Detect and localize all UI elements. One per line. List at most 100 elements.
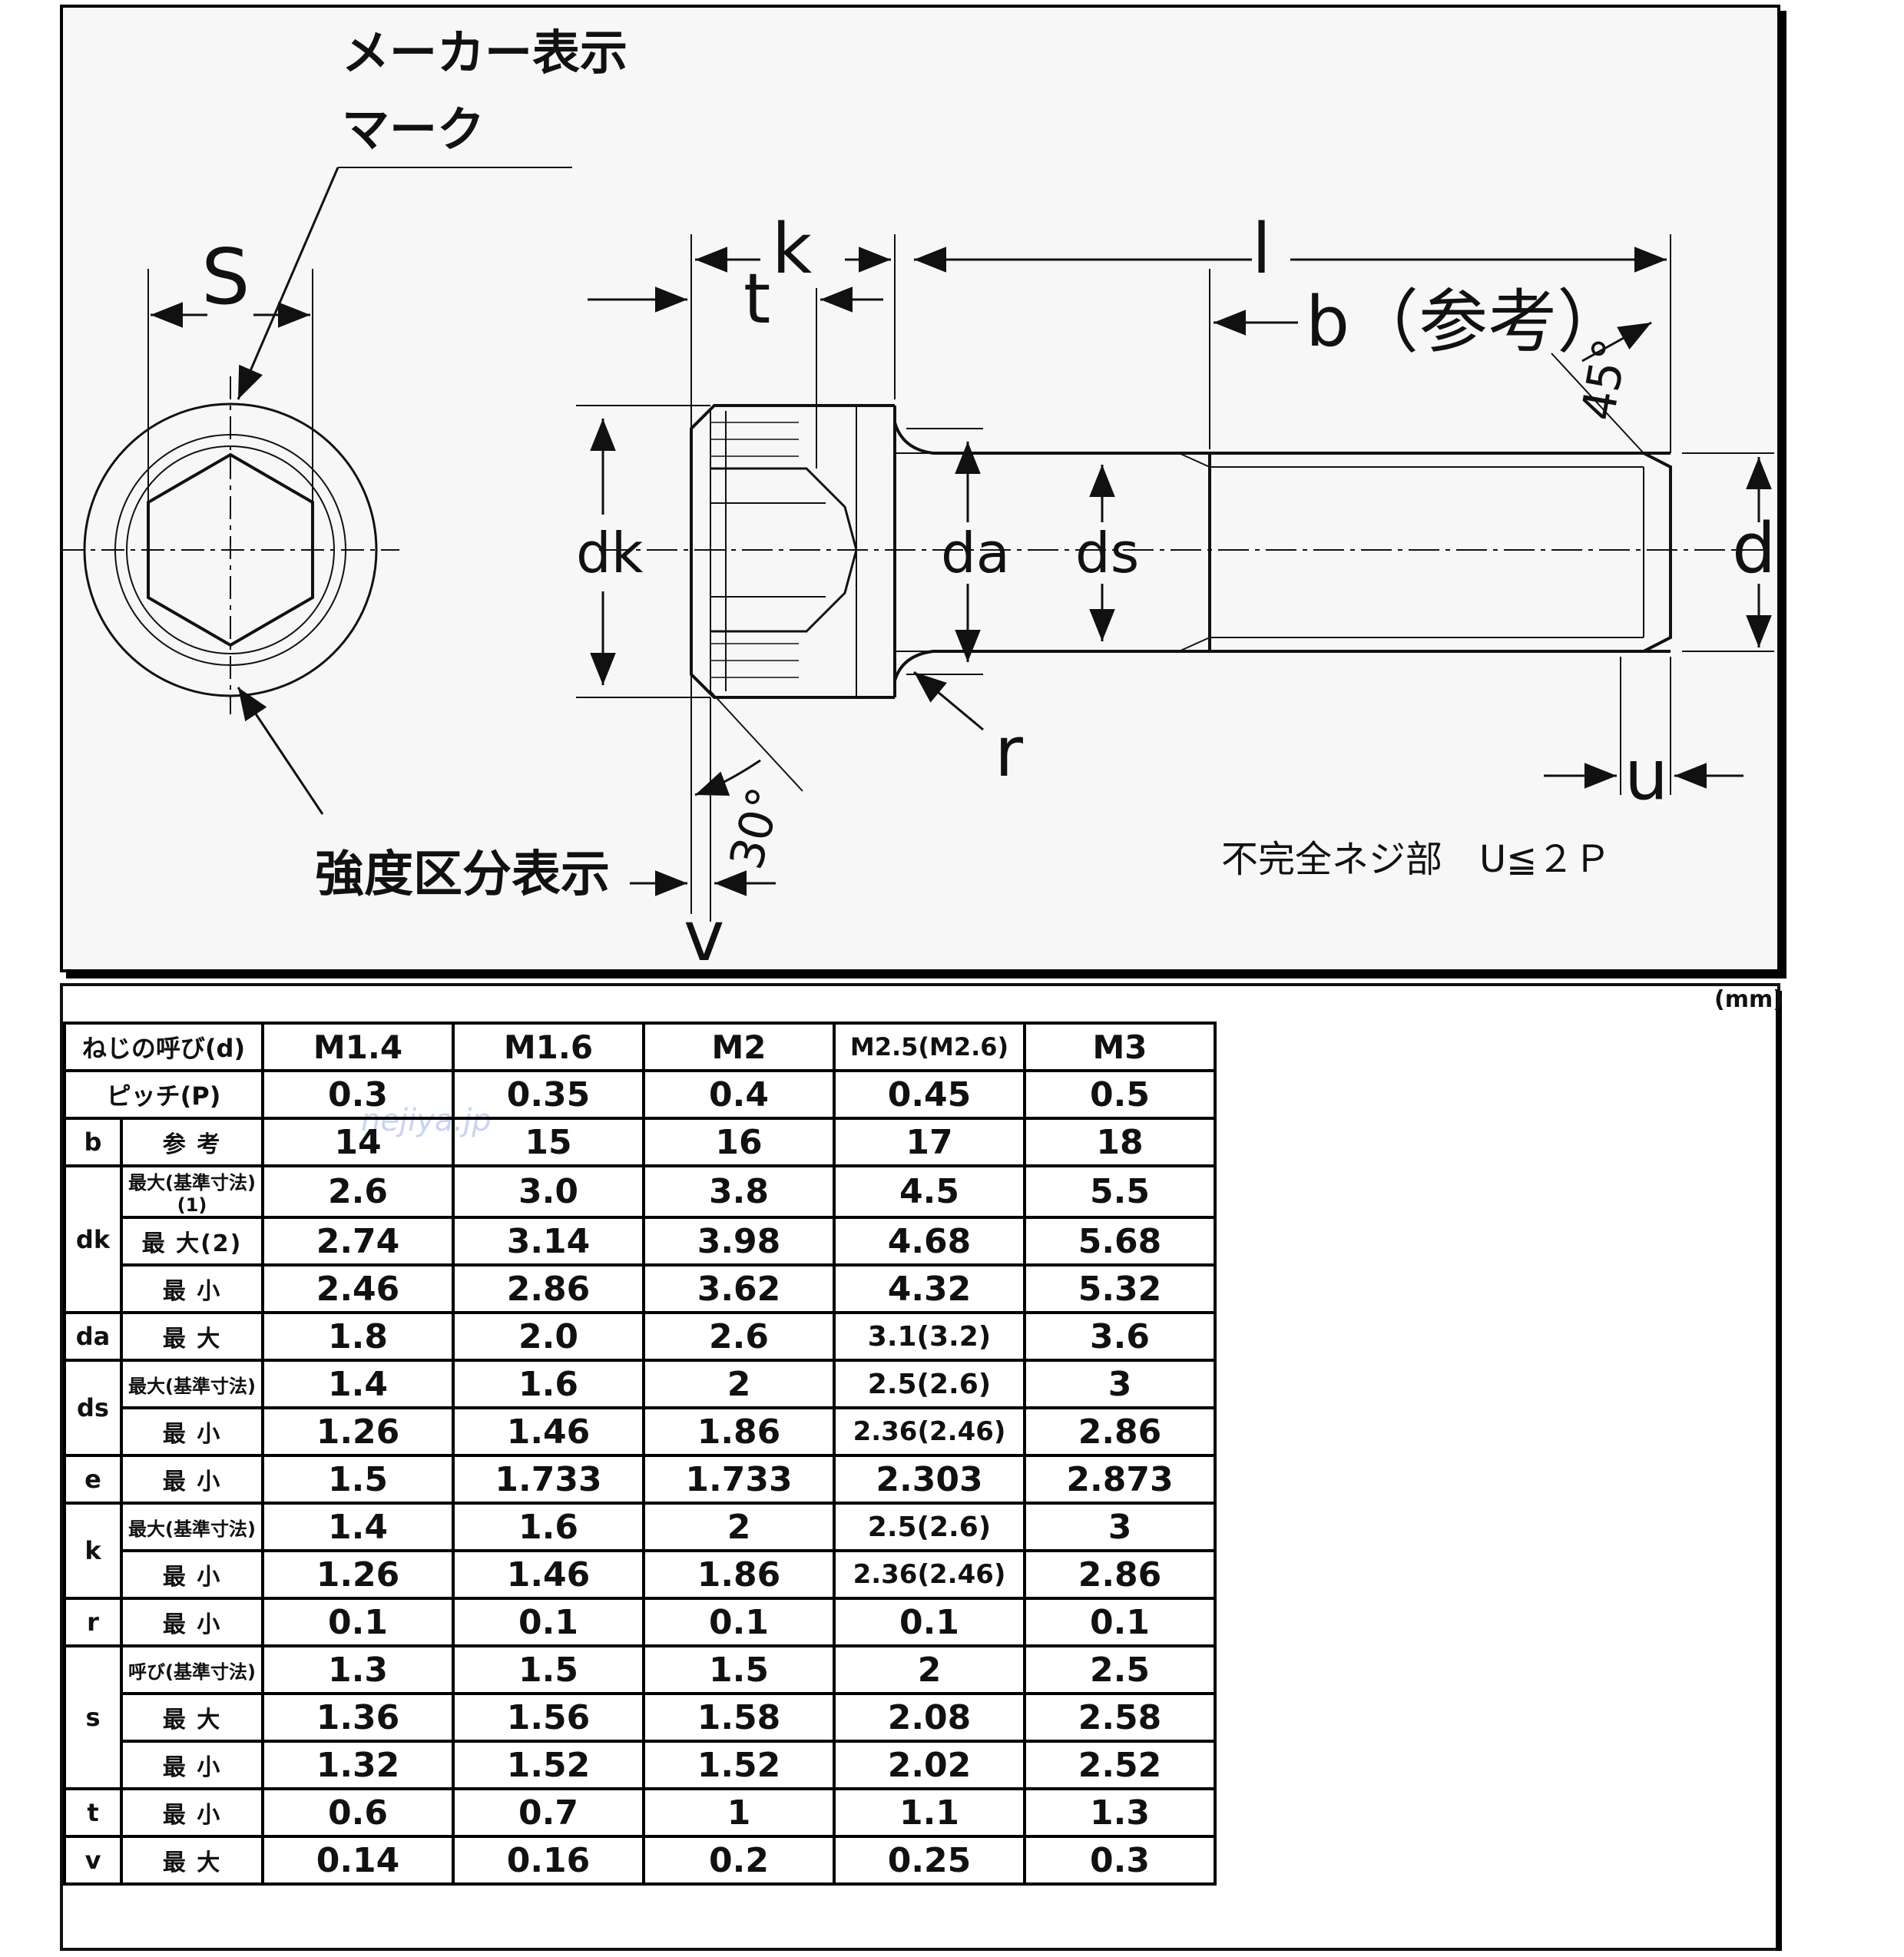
- table-cell: 1.86: [642, 1549, 836, 1600]
- dim-d-label: d: [1732, 508, 1776, 589]
- screw-side-view: [599, 404, 1767, 699]
- table-cell: 2.0: [452, 1311, 645, 1362]
- table-cell: 0.25: [833, 1835, 1026, 1886]
- row-group-s: s: [63, 1644, 123, 1790]
- dim-ds-label: ds: [1075, 521, 1139, 585]
- panel-shadow: [1776, 991, 1782, 1951]
- table-cell: 1.52: [452, 1740, 645, 1790]
- row-sub-label: 最大(基準寸法)(1): [120, 1164, 264, 1219]
- dim-da-label: da: [941, 521, 1010, 585]
- table-cell: 2.6: [261, 1164, 455, 1219]
- table-cell: 1.52: [642, 1740, 836, 1790]
- table-cell: 4.5: [833, 1164, 1026, 1219]
- table-cell: 1.3: [261, 1644, 455, 1695]
- table-cell: 3: [1023, 1359, 1217, 1409]
- table-cell: 1.733: [452, 1454, 645, 1505]
- row-group-b: b: [63, 1117, 123, 1167]
- table-cell: 2.08: [833, 1692, 1026, 1743]
- table-cell: 3.1(3.2): [833, 1311, 1026, 1362]
- table-cell: 1.56: [452, 1692, 645, 1743]
- table-row: ds 最大(基準寸法) 1.4 1.6 2 2.5(2.6) 3: [63, 1359, 1217, 1457]
- table-cell: 1.4: [261, 1502, 455, 1552]
- table-cell: 0.3: [1023, 1835, 1217, 1886]
- dim-b-label: b（参考）: [1306, 282, 1626, 363]
- table-cell: 4.68: [833, 1216, 1026, 1267]
- table-cell: 0.5: [1023, 1069, 1217, 1120]
- table-row: 最 大 1.36 1.56 1.58 2.08 2.58: [65, 1692, 1217, 1743]
- table-cell: 1.5: [452, 1644, 645, 1695]
- table-row: b 参 考 14 15 16 17 18: [63, 1117, 1217, 1167]
- table-row: dk 最大(基準寸法)(1) 2.6 3.0 3.8 4.5 5.5: [63, 1164, 1217, 1314]
- row-sub-label: 最 小: [120, 1740, 264, 1790]
- table-cell: 1.86: [642, 1406, 836, 1457]
- table-cell: 1.5: [642, 1644, 836, 1695]
- table-cell: 2.46: [261, 1263, 455, 1314]
- row-sub-label: 最 大(2): [120, 1216, 264, 1267]
- row-group-r: r: [63, 1597, 123, 1647]
- table-cell: 2.58: [1023, 1692, 1217, 1743]
- table-cell: 5.68: [1023, 1216, 1217, 1267]
- row-sub-label: 最 大: [120, 1692, 264, 1743]
- dim-u-label: u: [1624, 735, 1668, 816]
- table-cell: 2.74: [261, 1216, 455, 1267]
- dim-v-label: v: [684, 896, 724, 977]
- table-cell: 1.32: [261, 1740, 455, 1790]
- table-cell: 0.1: [261, 1597, 455, 1647]
- table-cell: 0.7: [452, 1787, 645, 1838]
- header-label: ねじの呼び(d): [63, 1022, 264, 1072]
- table-cell: 3.98: [642, 1216, 836, 1267]
- table-cell: 2.36(2.46): [833, 1406, 1026, 1457]
- size-header: M1.6: [452, 1022, 645, 1072]
- table-cell: 1.26: [261, 1549, 455, 1600]
- table-cell: 3.6: [1023, 1311, 1217, 1362]
- dim-r-label: r: [995, 712, 1023, 793]
- table-cell: 5.32: [1023, 1263, 1217, 1314]
- table-cell: 3.0: [452, 1164, 645, 1219]
- unit-label: (mm): [1714, 986, 1783, 1013]
- table-cell: 0.1: [642, 1597, 836, 1647]
- table-cell: 0.1: [452, 1597, 645, 1647]
- dim-dk-label: dk: [576, 521, 644, 585]
- table-row: e 最 小 1.5 1.733 1.733 2.303 2.873: [63, 1454, 1217, 1505]
- table-row: 最 小 1.26 1.46 1.86 2.36(2.46) 2.86: [65, 1406, 1217, 1457]
- table-row: ピッチ(P) 0.3 0.35 0.4 0.45 0.5: [63, 1069, 1217, 1120]
- table-row: 最 小 1.32 1.52 1.52 2.02 2.52: [65, 1740, 1217, 1790]
- size-header: M1.4: [261, 1022, 455, 1072]
- row-group-ds: ds: [63, 1359, 123, 1457]
- maker-mark-label-2: マーク: [342, 101, 485, 157]
- table-cell: 0.6: [261, 1787, 455, 1838]
- screw-technical-drawing: メーカー表示 マーク 強度区分表示 S k t l b（参考） 45° dk d…: [61, 25, 1776, 977]
- table-cell: 2.873: [1023, 1454, 1217, 1505]
- table-cell: 1.8: [261, 1311, 455, 1362]
- table-cell: 2.303: [833, 1454, 1026, 1505]
- table-cell: 1.6: [452, 1502, 645, 1552]
- table-cell: 2.86: [452, 1263, 645, 1314]
- row-sub-label: 最 小: [120, 1454, 264, 1505]
- head-end-view: [61, 376, 399, 714]
- table-row: v 最 大 0.14 0.16 0.2 0.25 0.3: [63, 1835, 1217, 1886]
- table-cell: 1.3: [1023, 1787, 1217, 1838]
- dim-l-label: l: [1252, 209, 1271, 290]
- dim-t-label: t: [743, 259, 770, 339]
- table-cell: 0.14: [261, 1835, 455, 1886]
- row-label-pitch: ピッチ(P): [63, 1069, 264, 1120]
- size-header: M2: [642, 1022, 836, 1072]
- row-group-da: da: [63, 1311, 123, 1362]
- row-sub-label: 最 小: [120, 1263, 264, 1314]
- table-cell: 3: [1023, 1502, 1217, 1552]
- row-group-t: t: [63, 1787, 123, 1838]
- table-cell: 1.36: [261, 1692, 455, 1743]
- table-row: 最 小 1.26 1.46 1.86 2.36(2.46) 2.86: [65, 1549, 1217, 1600]
- table-cell: 18: [1023, 1117, 1217, 1167]
- table-cell: 1.46: [452, 1549, 645, 1600]
- row-group-dk: dk: [63, 1164, 123, 1314]
- row-sub-label: 最 大: [120, 1311, 264, 1362]
- table-row: 最 小 2.46 2.86 3.62 4.32 5.32: [65, 1263, 1217, 1314]
- row-group-v: v: [63, 1835, 123, 1886]
- table-cell: 1.58: [642, 1692, 836, 1743]
- table-cell: 2.6: [642, 1311, 836, 1362]
- table-cell: 3.8: [642, 1164, 836, 1219]
- table-cell: 14: [261, 1117, 455, 1167]
- maker-mark-label: メーカー表示: [342, 25, 627, 81]
- table-cell: 2: [642, 1359, 836, 1409]
